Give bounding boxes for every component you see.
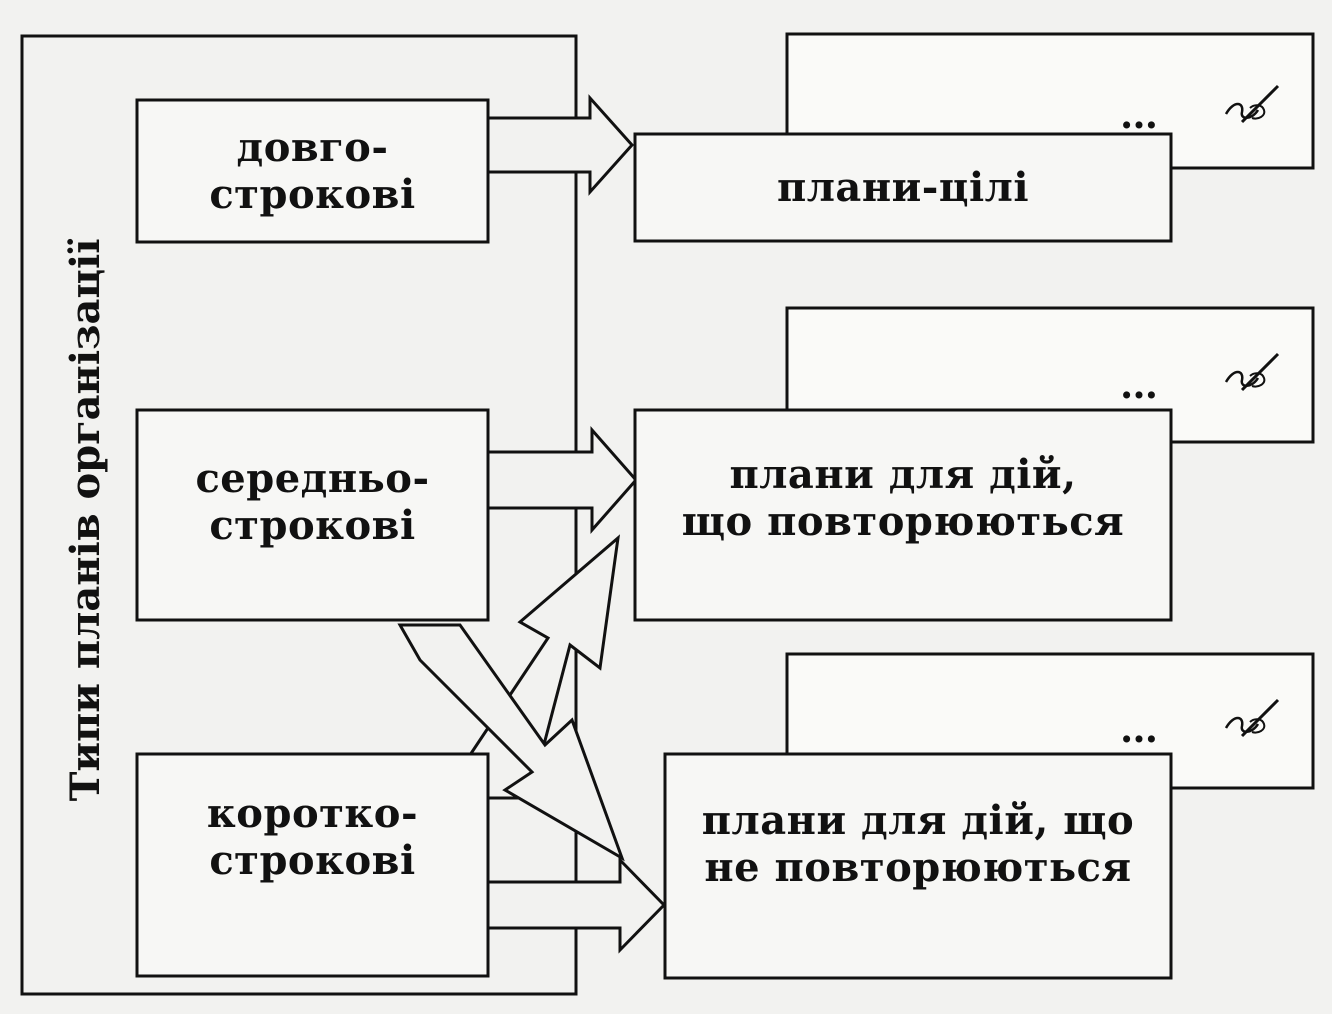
plan-types-frame [20, 34, 578, 996]
note-card-3-ellipsis: … [1120, 706, 1164, 751]
box-mid-term [135, 408, 490, 622]
label-long-term-line2: строкові [209, 171, 416, 218]
label-mid-term-line2: строкові [209, 502, 416, 549]
label-short-term-line1: коротко- [206, 789, 419, 837]
label-repeated-plans: плани для дій, що повторюються [635, 410, 1171, 620]
box-repeated-plans [633, 408, 1173, 622]
label-mid-term-line1: середньо- [195, 454, 430, 502]
label-long-term: довго- строкові [137, 100, 488, 242]
label-repeated-plans-line1: плани для дій, [729, 450, 1077, 498]
label-short-term-line2: строкові [209, 837, 416, 884]
box-long-term [135, 98, 490, 244]
note-card-1-ellipsis: … [1120, 92, 1164, 137]
arrow-diagonal-down [397, 623, 625, 862]
label-goal-plans-line1: плани-цілі [776, 163, 1030, 211]
label-single-plans-line2: не повторюються [704, 844, 1132, 891]
pen-writing-icon [1224, 352, 1280, 392]
label-single-plans: плани для дій, що не повторюються [665, 754, 1171, 978]
vertical-title: Типи планів організації [61, 238, 109, 802]
arrow-mid-term [486, 426, 638, 534]
pen-writing-icon [1224, 698, 1280, 738]
arrow-short-term [486, 856, 667, 954]
note-card-2-ellipsis: … [1120, 362, 1164, 407]
label-single-plans-line1: плани для дій, що [701, 796, 1135, 844]
box-goal-plans [633, 132, 1173, 243]
arrow-long-term [486, 94, 635, 196]
label-repeated-plans-line2: що повторюються [681, 498, 1125, 545]
label-short-term: коротко- строкові [137, 754, 488, 976]
box-short-term [135, 752, 490, 978]
box-single-plans [663, 752, 1173, 980]
label-goal-plans: плани-цілі [635, 134, 1171, 241]
pen-writing-icon [1224, 84, 1280, 124]
label-mid-term: середньо- строкові [137, 410, 488, 620]
label-long-term-line1: довго- [236, 123, 389, 171]
